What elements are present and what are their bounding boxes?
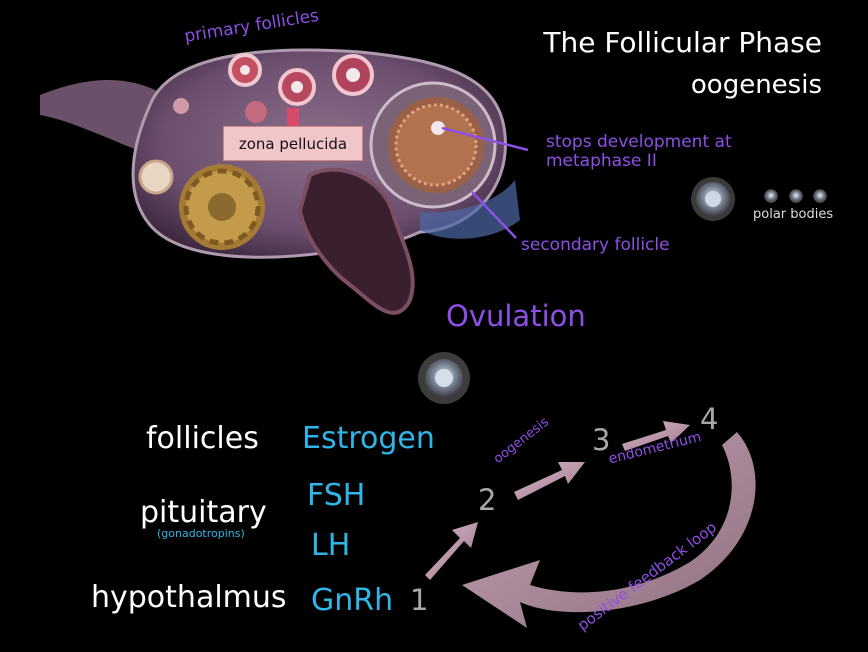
ruptured-follicle — [297, 167, 415, 315]
egg-cell — [691, 177, 735, 221]
primary-follicles — [173, 53, 374, 123]
estrogen-label: Estrogen — [302, 421, 435, 456]
released-egg — [418, 352, 470, 404]
cycle-arrows — [425, 421, 756, 628]
lh-label: LH — [311, 528, 351, 563]
cycle-step-2: 2 — [478, 483, 497, 517]
secondary-follicle — [369, 81, 497, 209]
small-follicle — [138, 159, 174, 195]
follicles-label: follicles — [146, 421, 259, 456]
page-title: The Follicular Phase — [543, 26, 822, 59]
polar-bodies-icons — [764, 189, 827, 203]
stops-development-label: stops development at metaphase II — [546, 132, 732, 171]
zona-pellucida-label: zona pellucida — [223, 126, 363, 161]
ligament — [40, 80, 165, 155]
gnrh-label: GnRh — [311, 583, 394, 618]
corpus-luteum — [179, 164, 265, 250]
zona-pointer — [287, 108, 299, 128]
secondary-follicle-label: secondary follicle — [521, 235, 670, 255]
polar-bodies-label: polar bodies — [753, 207, 834, 222]
pituitary-label: pituitary — [140, 495, 267, 530]
cycle-step-4: 4 — [700, 402, 719, 436]
fsh-label: FSH — [307, 478, 366, 513]
stops-pointer — [441, 126, 529, 152]
ovulation-label: Ovulation — [446, 299, 586, 333]
hypothalmus-label: hypothalmus — [91, 580, 287, 615]
page-subtitle: oogenesis — [690, 70, 822, 100]
cycle-step-1: 1 — [410, 583, 429, 617]
secondary-pointer — [471, 191, 517, 239]
cycle-step-3: 3 — [592, 423, 611, 457]
gonadotropins-label: (gonadotropins) — [157, 527, 245, 540]
